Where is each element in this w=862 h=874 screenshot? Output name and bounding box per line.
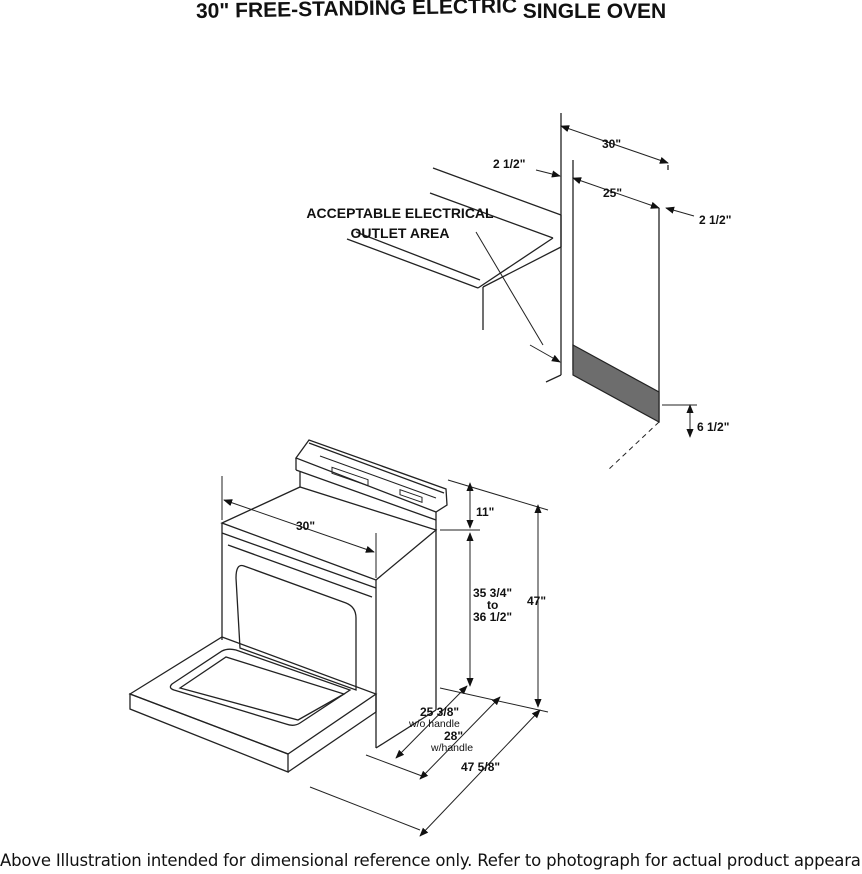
outlet-inner-width-label: 25" — [603, 186, 622, 200]
range-diagram: 30" 11" 35 3/4" to 36 1/2" 47" 25 3/8" w… — [128, 439, 549, 837]
depth-door-open-label: 47 5/8" — [461, 760, 500, 774]
outlet-height-label: 6 1/2" — [697, 420, 729, 434]
cooktop-height-label-2: to — [487, 598, 498, 612]
total-height-label: 47" — [527, 594, 546, 608]
outlet-diagram: 30" 25" 2 1/2" 2 1/2" 6 1/2" ACCEPTABLE … — [306, 113, 731, 471]
range-cooktop — [220, 486, 438, 581]
countertop-outline — [346, 167, 562, 330]
right-margin-label: 2 1/2" — [699, 213, 731, 227]
depth-handle-label: 28" — [444, 729, 463, 743]
disclaimer-footer: Above Illustration intended for dimensio… — [0, 851, 862, 870]
depth-handle-note: w/handle — [430, 742, 473, 754]
page-title: 30" FREE-STANDING ELECTRIC SINGLE OVEN — [0, 0, 862, 24]
outlet-width-label: 30" — [602, 137, 621, 151]
outlet-label-line1: ACCEPTABLE ELECTRICAL — [306, 205, 494, 221]
title-part-2: SINGLE OVEN — [522, 0, 667, 23]
oven-window — [235, 564, 357, 691]
cooktop-height-label-3: 36 1/2" — [473, 610, 512, 624]
oven-door-open — [128, 636, 378, 773]
outlet-area — [572, 343, 660, 424]
outlet-label-leader — [475, 231, 544, 346]
left-margin-label: 2 1/2" — [493, 157, 525, 171]
backguard-height-label: 11" — [476, 505, 494, 519]
range-backguard — [294, 439, 448, 530]
range-width-label: 30" — [296, 519, 315, 533]
depth-no-handle-note: w/o handle — [408, 718, 460, 730]
outlet-label-line2: OUTLET AREA — [350, 225, 449, 241]
depth-no-handle-label: 25 3/8" — [420, 705, 459, 719]
cooktop-height-label-1: 35 3/4" — [473, 586, 512, 600]
